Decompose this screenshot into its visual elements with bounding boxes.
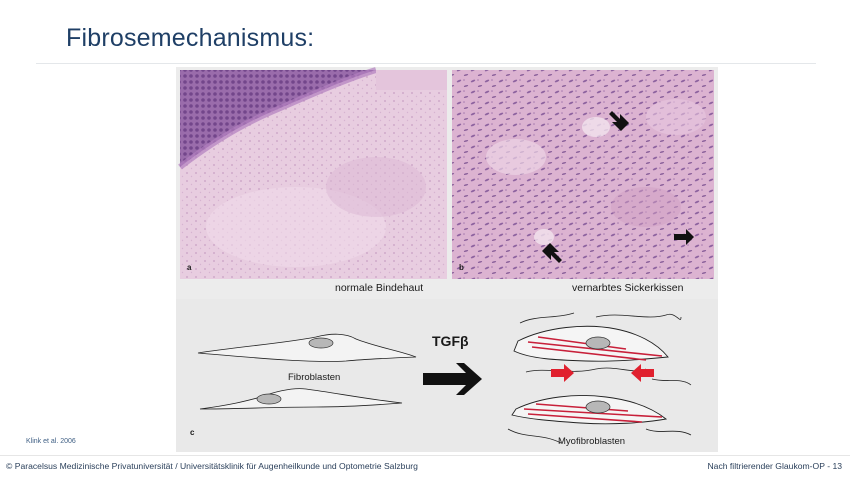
fibroblast-label: Fibroblasten (288, 372, 340, 383)
myofibroblast-label: Myofibroblasten (558, 436, 625, 447)
fibroblast-cell-top (197, 333, 417, 362)
panel-a-caption: normale Bindehaut (335, 282, 423, 294)
myofibroblast-cell-bottom (511, 395, 668, 425)
panel-b-arrow-bottom (542, 243, 562, 263)
footer-copyright: © Paracelsus Medizinische Privatuniversi… (6, 461, 418, 471)
panel-b-arrow-right (674, 229, 694, 245)
fibroblast-cell-bottom (199, 388, 403, 410)
panel-a-letter: a (187, 263, 192, 272)
transformation-arrow-icon (423, 363, 482, 395)
histology-figure: a normale Bindehaut b vernarbtes Sickerk… (176, 67, 718, 452)
panel-b-micrograph (452, 70, 714, 279)
panel-a-micrograph (178, 67, 447, 279)
contraction-arrow-right-icon (551, 364, 574, 382)
footer-page-number: Nach filtrierender Glaukom-OP - 13 (707, 461, 842, 471)
panel-b-caption: vernarbtes Sickerkissen (572, 282, 684, 294)
slide-title: Fibrosemechanismus: (66, 24, 315, 52)
tgf-beta-label: TGFβ (432, 333, 469, 349)
panel-b-letter: b (459, 263, 464, 272)
footer-divider (0, 455, 850, 456)
citation: Klink et al. 2006 (26, 438, 76, 445)
panel-c-letter: c (190, 428, 195, 437)
title-divider (36, 63, 816, 64)
contraction-arrow-left-icon (631, 364, 654, 382)
panel-b-arrow-top (609, 111, 629, 131)
myofibroblast-cell-top (513, 325, 669, 362)
